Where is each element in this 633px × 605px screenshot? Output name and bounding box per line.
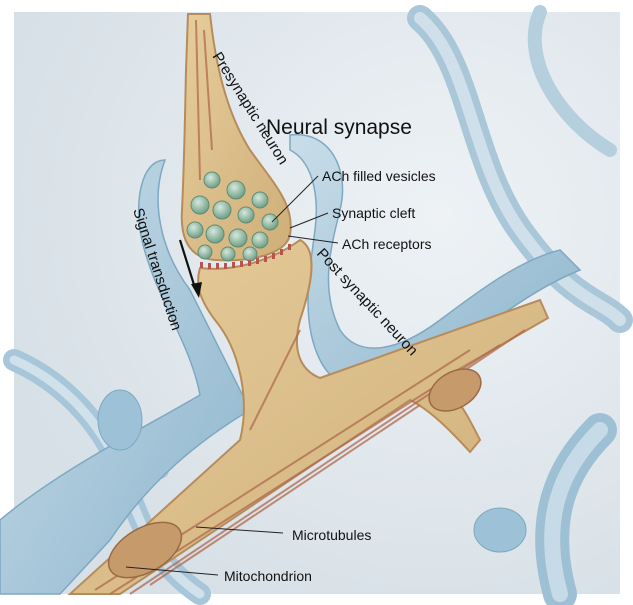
label-synaptic-cleft: Synaptic cleft	[332, 205, 415, 221]
label-ach-receptors: ACh receptors	[342, 236, 431, 252]
label-mitochondrion: Mitochondrion	[224, 568, 312, 584]
label-ach-filled-vesicles: ACh filled vesicles	[322, 168, 436, 184]
label-microtubules: Microtubules	[292, 527, 371, 543]
diagram-title: Neural synapse	[266, 116, 412, 139]
